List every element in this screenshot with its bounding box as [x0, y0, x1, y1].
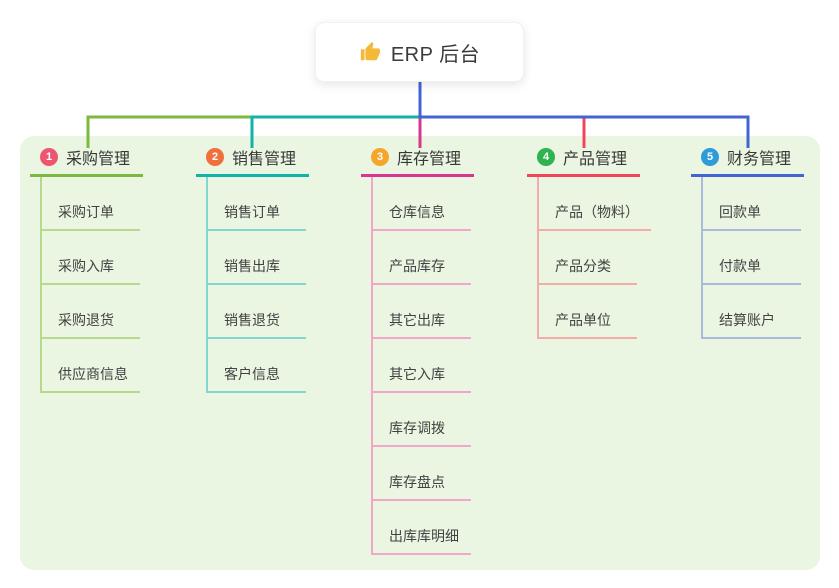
- branch-children: 产品（物料） 产品分类 产品单位: [537, 177, 667, 339]
- branch-product: 4 产品管理 产品（物料） 产品分类 产品单位: [527, 146, 667, 339]
- child-node[interactable]: 销售退货: [208, 285, 336, 339]
- child-label: 其它出库: [373, 310, 471, 339]
- child-label: 其它入库: [373, 364, 471, 393]
- root-node-label: ERP 后台: [390, 43, 481, 66]
- child-node[interactable]: 付款单: [703, 231, 831, 285]
- thumbs-up-icon: [360, 41, 380, 61]
- child-node[interactable]: 库存盘点: [373, 447, 501, 501]
- branch-node-finance[interactable]: 5 财务管理: [691, 146, 804, 177]
- child-node[interactable]: 结算账户: [703, 285, 831, 339]
- branch-children: 销售订单 销售出库 销售退货 客户信息: [206, 177, 336, 393]
- child-node[interactable]: 回款单: [703, 177, 831, 231]
- child-node[interactable]: 客户信息: [208, 339, 336, 393]
- child-label: 库存盘点: [373, 472, 471, 501]
- child-label: 产品（物料）: [539, 202, 651, 231]
- child-label: 产品单位: [539, 310, 637, 339]
- branch-children: 回款单 付款单 结算账户: [701, 177, 831, 339]
- branch-node-sales[interactable]: 2 销售管理: [196, 146, 309, 177]
- branch-label: 销售管理: [232, 150, 297, 168]
- child-node[interactable]: 出库库明细: [373, 501, 501, 555]
- branch-label: 产品管理: [563, 150, 628, 168]
- child-node[interactable]: 仓库信息: [373, 177, 501, 231]
- child-label: 付款单: [703, 256, 801, 285]
- root-node[interactable]: ERP 后台: [315, 22, 524, 82]
- child-node[interactable]: 产品单位: [539, 285, 667, 339]
- child-node[interactable]: 其它出库: [373, 285, 501, 339]
- branch-purchase: 1 采购管理 采购订单 采购入库 采购退货 供应商信息: [30, 146, 170, 393]
- child-node[interactable]: 销售出库: [208, 231, 336, 285]
- child-node[interactable]: 产品库存: [373, 231, 501, 285]
- child-label: 产品库存: [373, 256, 471, 285]
- child-label: 客户信息: [208, 364, 306, 393]
- child-label: 销售订单: [208, 202, 306, 231]
- branch-number-badge: 2: [206, 147, 224, 166]
- branch-sales: 2 销售管理 销售订单 销售出库 销售退货 客户信息: [196, 146, 336, 393]
- branch-node-inventory[interactable]: 3 库存管理: [361, 146, 474, 177]
- branch-finance: 5 财务管理 回款单 付款单 结算账户: [691, 146, 831, 339]
- child-label: 出库库明细: [373, 526, 471, 555]
- mindmap-background-panel: [20, 136, 820, 570]
- branch-node-purchase[interactable]: 1 采购管理: [30, 146, 143, 177]
- child-label: 采购退货: [42, 310, 140, 339]
- branch-label: 采购管理: [66, 150, 131, 168]
- child-label: 库存调拨: [373, 418, 471, 447]
- branch-number-badge: 3: [371, 147, 389, 166]
- child-node[interactable]: 供应商信息: [42, 339, 170, 393]
- child-node[interactable]: 产品分类: [539, 231, 667, 285]
- branch-children: 采购订单 采购入库 采购退货 供应商信息: [40, 177, 170, 393]
- child-node[interactable]: 其它入库: [373, 339, 501, 393]
- child-label: 销售出库: [208, 256, 306, 285]
- child-label: 产品分类: [539, 256, 637, 285]
- child-label: 回款单: [703, 202, 801, 231]
- child-node[interactable]: 库存调拨: [373, 393, 501, 447]
- child-node[interactable]: 采购入库: [42, 231, 170, 285]
- branch-number-badge: 1: [40, 147, 58, 166]
- child-node[interactable]: 产品（物料）: [539, 177, 667, 231]
- child-label: 仓库信息: [373, 202, 471, 231]
- branch-children: 仓库信息 产品库存 其它出库 其它入库 库存调拨 库存盘点 出库库明细: [371, 177, 501, 555]
- branch-label: 财务管理: [727, 150, 792, 168]
- branch-inventory: 3 库存管理 仓库信息 产品库存 其它出库 其它入库 库存调拨 库存盘点 出库库…: [361, 146, 501, 555]
- child-label: 采购入库: [42, 256, 140, 285]
- child-label: 结算账户: [703, 310, 801, 339]
- child-node[interactable]: 销售订单: [208, 177, 336, 231]
- child-label: 供应商信息: [42, 364, 140, 393]
- child-label: 采购订单: [42, 202, 140, 231]
- child-label: 销售退货: [208, 310, 306, 339]
- branch-node-product[interactable]: 4 产品管理: [527, 146, 640, 177]
- branch-number-badge: 4: [537, 147, 555, 166]
- child-node[interactable]: 采购订单: [42, 177, 170, 231]
- branch-label: 库存管理: [397, 150, 462, 168]
- child-node[interactable]: 采购退货: [42, 285, 170, 339]
- branch-number-badge: 5: [701, 147, 719, 166]
